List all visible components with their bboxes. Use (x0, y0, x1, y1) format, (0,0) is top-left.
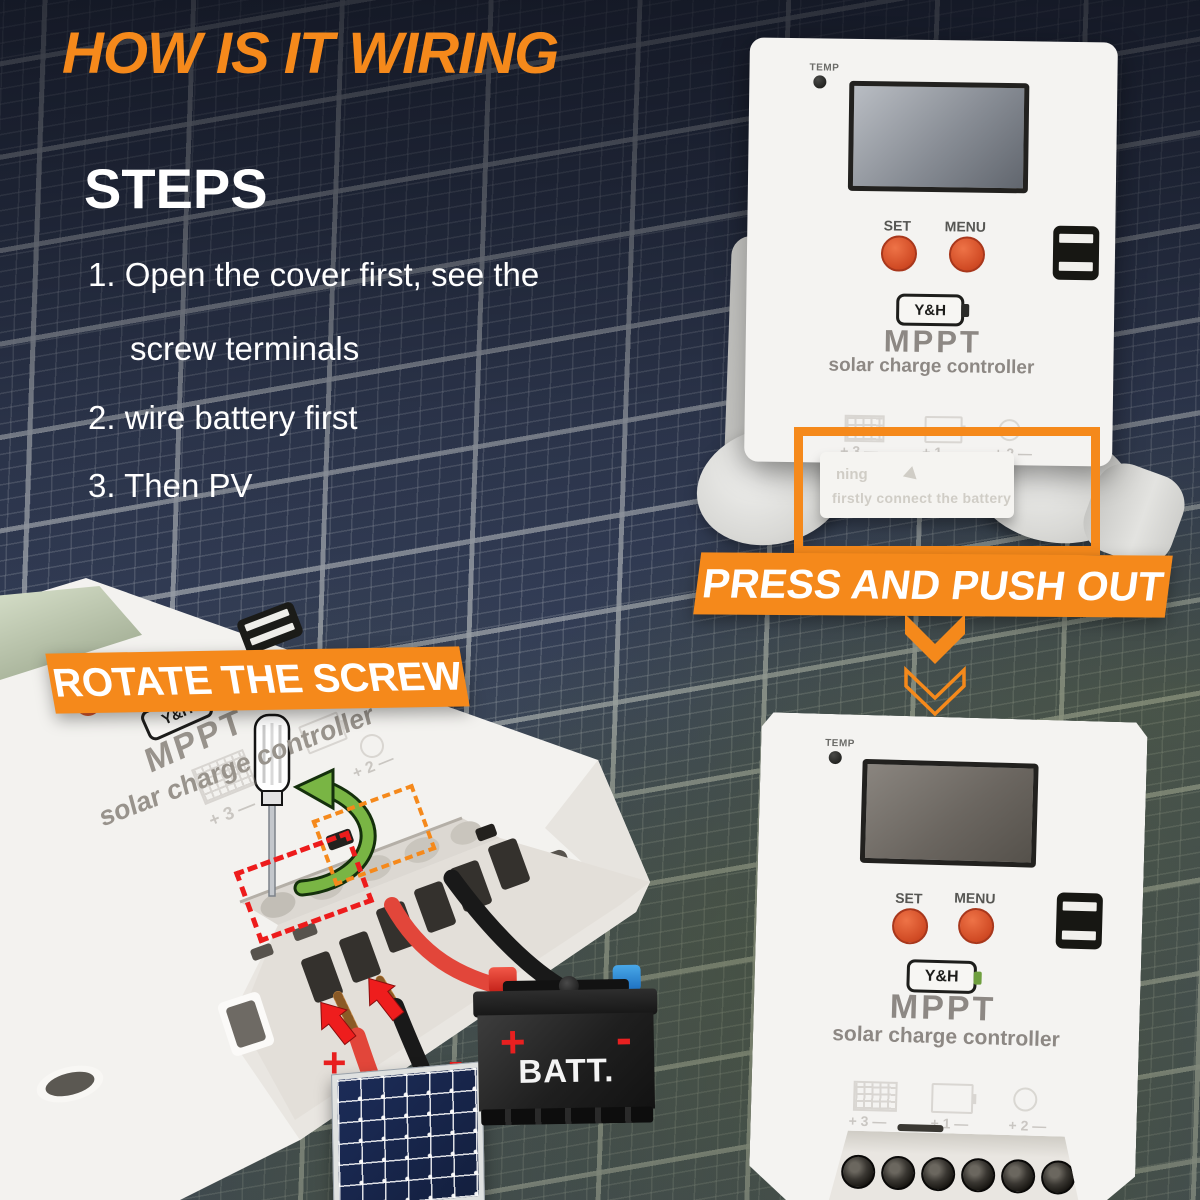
set-button (880, 235, 918, 272)
step-2: 2. wire battery first (88, 399, 358, 436)
usb-port-icon (1052, 225, 1100, 281)
cover-highlight-rect (794, 427, 1100, 555)
screw-terminal (961, 1158, 996, 1193)
set-label: SET (895, 889, 923, 907)
usb-bar (1058, 261, 1093, 272)
usb-port-icon (1056, 892, 1104, 949)
terminal-recess (828, 1130, 1082, 1200)
step-1-line1: 1. Open the cover first, see the (88, 256, 540, 293)
battery-icon (931, 1083, 974, 1114)
temp-label: TEMP (809, 62, 840, 74)
menu-label: MENU (944, 218, 987, 235)
controller-top: TEMP SET MENU Y&H MPPT solar charge cont… (744, 37, 1118, 467)
controller-bottom: TEMP SET MENU Y&H MPPT solar charge cont… (748, 712, 1147, 1200)
load-terminal-mark: + 2 — (1008, 1117, 1047, 1135)
terminal-cover-strip: ning firstly connect the battery (820, 452, 1014, 518)
usb-bar (1063, 901, 1097, 911)
temp-sensor-icon (813, 75, 827, 89)
emboss-warning-text: firstly connect the battery (832, 490, 1012, 506)
step-1-line2: screw terminals (130, 330, 360, 367)
step-3: 3. Then PV (88, 467, 253, 504)
set-button (892, 908, 929, 945)
cover-slot (897, 1124, 943, 1132)
rotate-banner: ROTATE THE SCREW (45, 646, 470, 714)
battery-body: + - BATT. (477, 1012, 656, 1112)
menu-button (958, 908, 995, 945)
lcd-screen (860, 759, 1039, 868)
menu-label: MENU (954, 889, 996, 907)
steps-heading: STEPS (84, 157, 268, 220)
small-solar-panel (331, 1061, 485, 1200)
screw-terminal (1001, 1159, 1036, 1194)
usb-bar (1062, 930, 1096, 940)
lcd-screen (847, 80, 1030, 194)
pv-terminal-mark: + 3 — (848, 1112, 887, 1130)
battery-nub-icon (961, 303, 970, 318)
subtitle-label: solar charge controller (831, 1022, 1061, 1052)
temp-label: TEMP (824, 737, 856, 750)
usb-bar (1059, 233, 1094, 244)
battery-nub-icon (973, 971, 981, 984)
page-title: HOW IS IT WIRING (62, 21, 559, 86)
solar-cells (337, 1067, 479, 1200)
brand-logo: Y&H (895, 293, 970, 327)
screw-terminal (921, 1157, 956, 1192)
emboss-warning-part: ning (836, 466, 868, 483)
set-label: SET (883, 217, 912, 234)
subtitle-label: solar charge controller (828, 354, 1035, 379)
screw-terminal (1041, 1160, 1076, 1195)
battery-graphic: + - BATT. (472, 960, 659, 1139)
screw-terminal (881, 1156, 916, 1191)
screw-terminal (841, 1154, 876, 1189)
battery-cap-icon (972, 1094, 976, 1104)
lamp-icon (1013, 1087, 1038, 1112)
menu-button (948, 236, 986, 273)
press-banner: PRESS AND PUSH OUT (693, 552, 1173, 618)
battery-base (481, 1106, 654, 1126)
solar-panel-icon (853, 1081, 898, 1112)
battery-label: BATT. (518, 1051, 615, 1090)
temp-sensor-icon (829, 751, 842, 764)
